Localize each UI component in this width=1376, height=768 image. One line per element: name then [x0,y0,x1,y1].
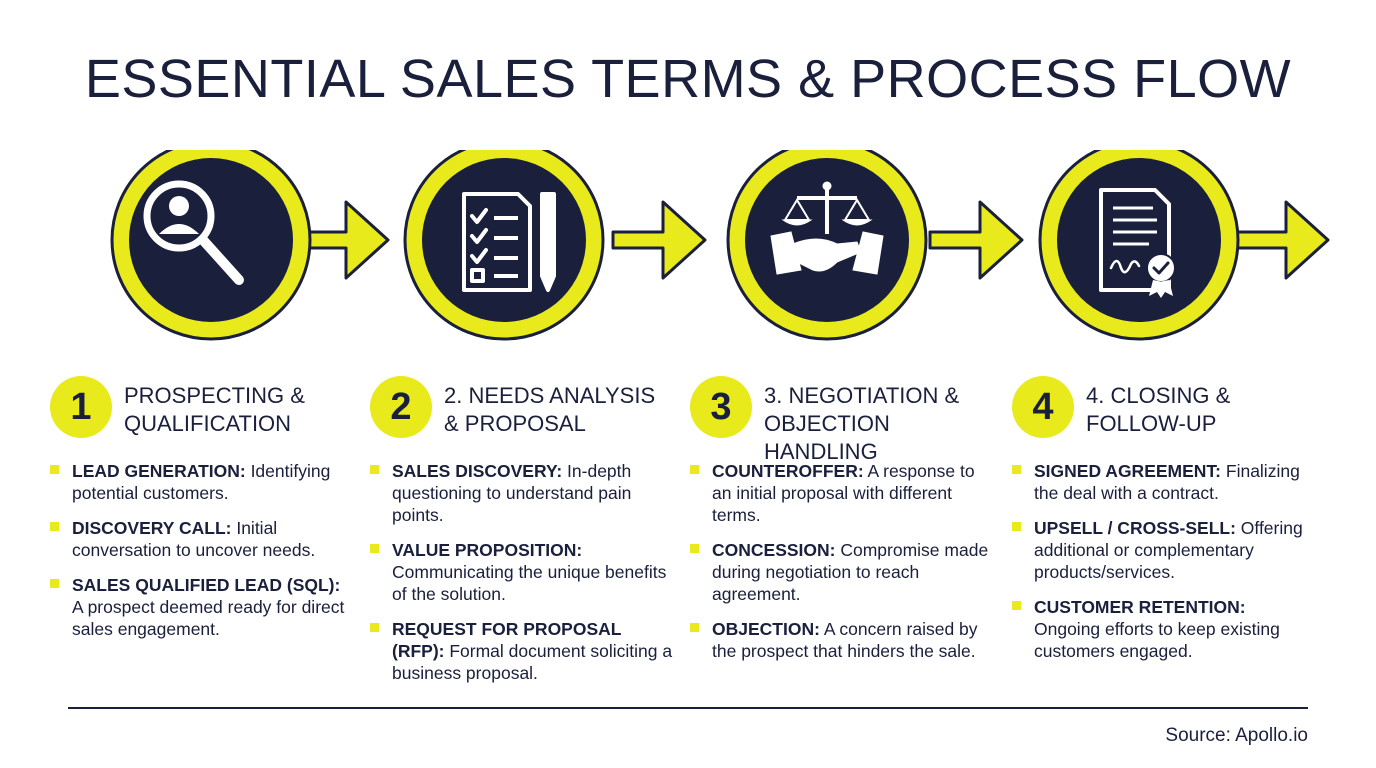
bullet-marker [50,465,59,474]
bullet-marker [50,579,59,588]
step-number-badge: 3 [690,376,752,438]
bullet-marker [1012,601,1021,610]
scales-handshake-icon [770,181,884,275]
step-3-column: 3 3. NEGOTIATION & OBJECTION HANDLING CO… [690,376,1000,675]
step-number-badge: 4 [1012,376,1074,438]
term-name: REQUEST FOR PROPOSAL (RFP): [392,619,622,661]
step-2-arrow [611,200,707,280]
bullet-marker [50,522,59,531]
term-name: COUNTEROFFER: [712,461,864,481]
term-name: SALES QUALIFIED LEAD (SQL): [72,575,341,595]
bullet-marker [690,465,699,474]
term-item: OBJECTION: A concern raised by the prosp… [690,618,994,662]
term-description: A concern raised by the prospect that hi… [712,619,978,661]
term-description: Offering additional or complementary pro… [1034,518,1303,582]
bullet-marker [370,623,379,632]
step-title: 4. CLOSING & FOLLOW-UP [1086,383,1231,436]
term-item: DISCOVERY CALL: Initial conversation to … [50,517,354,561]
term-description: Communicating the unique benefits of the… [392,562,667,604]
step-number-badge: 1 [50,376,112,438]
signed-contract-icon [1099,188,1176,298]
term-item: UPSELL / CROSS-SELL: Offering additional… [1012,517,1316,583]
term-name: SIGNED AGREEMENT: [1034,461,1222,481]
step-4-arrow [1234,200,1330,280]
step-1-icon-circle [110,150,312,341]
term-name: CUSTOMER RETENTION: [1034,597,1246,617]
term-item: VALUE PROPOSITION: Communicating the uni… [370,539,674,605]
term-name: VALUE PROPOSITION: [392,540,583,560]
bullet-marker [370,465,379,474]
term-item: SALES DISCOVERY: In-depth questioning to… [370,460,674,526]
term-description: A prospect deemed ready for direct sales… [72,597,345,639]
step-2-icon-circle [403,150,605,341]
term-item: COUNTEROFFER: A response to an initial p… [690,460,994,526]
term-description: Compromise made during negotiation to re… [712,540,989,604]
term-item: LEAD GENERATION: Identifying potential c… [50,460,354,504]
term-description: Initial conversation to uncover needs. [72,518,316,560]
step-2-column: 2 2. NEEDS ANALYSIS & PROPOSAL SALES DIS… [370,376,680,697]
bullet-marker [690,623,699,632]
term-item: CUSTOMER RETENTION: Ongoing efforts to k… [1012,596,1316,662]
source-credit: Source: Apollo.io [1165,725,1308,746]
step-title: PROSPECTING & QUALIFICATION [124,383,305,436]
step-4-icon-circle [1038,150,1240,341]
bullet-marker [690,544,699,553]
term-name: CONCESSION: [712,540,836,560]
footer-divider [68,707,1308,709]
bullet-marker [1012,465,1021,474]
term-name: OBJECTION: [712,619,820,639]
term-name: DISCOVERY CALL: [72,518,232,538]
term-description: Ongoing efforts to keep existing custome… [1034,619,1280,661]
page-title: ESSENTIAL SALES TERMS & PROCESS FLOW [84,49,1292,109]
term-description: Finalizing the deal with a contract. [1034,461,1300,503]
term-description: Formal document soliciting a business pr… [392,641,673,683]
term-item: CONCESSION: Compromise made during negot… [690,539,994,605]
step-3-icon-circle [726,150,928,341]
bullet-marker [1012,522,1021,531]
term-description: In-depth questioning to understand pain … [392,461,632,525]
term-description: Identifying potential customers. [72,461,331,503]
term-list: SIGNED AGREEMENT: Finalizing the deal wi… [1012,460,1322,662]
magnifier-user-icon [143,180,244,285]
step-number-badge: 2 [370,376,432,438]
term-list: SALES DISCOVERY: In-depth questioning to… [370,460,680,684]
term-item: SIGNED AGREEMENT: Finalizing the deal wi… [1012,460,1316,504]
term-name: LEAD GENERATION: [72,461,246,481]
term-item: SALES QUALIFIED LEAD (SQL): A prospect d… [50,574,354,640]
term-name: SALES DISCOVERY: [392,461,563,481]
step-1-column: 1 PROSPECTING & QUALIFICATION LEAD GENER… [50,376,360,653]
process-flow-icons [0,150,1376,350]
term-description: A response to an initial proposal with d… [712,461,975,525]
step-4-column: 4 4. CLOSING & FOLLOW-UP SIGNED AGREEMEN… [1012,376,1322,675]
step-title: 3. NEGOTIATION & OBJECTION HANDLING [764,383,960,464]
term-list: LEAD GENERATION: Identifying potential c… [50,460,360,640]
term-item: REQUEST FOR PROPOSAL (RFP): Formal docum… [370,618,674,684]
term-list: COUNTEROFFER: A response to an initial p… [690,460,1000,662]
step-title: 2. NEEDS ANALYSIS & PROPOSAL [444,383,656,436]
checklist-pen-icon [462,192,556,292]
bullet-marker [370,544,379,553]
term-name: UPSELL / CROSS-SELL: [1034,518,1236,538]
step-3-arrow [928,200,1024,280]
